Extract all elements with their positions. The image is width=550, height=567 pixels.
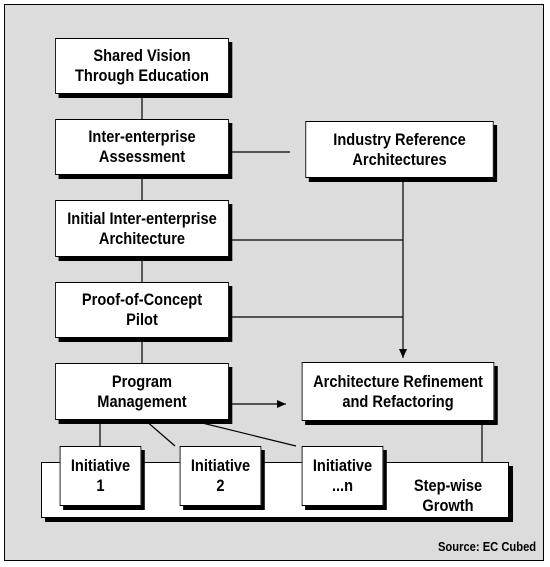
link-management-initiativen xyxy=(189,419,297,447)
box-architecture-refinement: Architecture Refinement and Refactoring xyxy=(301,362,495,421)
box-industry-reference: Industry Reference Architectures xyxy=(305,121,494,178)
box-shared-vision: Shared Vision Through Education xyxy=(55,38,229,94)
box-initiative-2: Initiative 2 xyxy=(179,446,262,506)
box-program-management: Program Management xyxy=(55,363,229,420)
box-initiative-1: Initiative 1 xyxy=(59,446,142,506)
box-inter-enterprise-assessment: Inter-enterprise Assessment xyxy=(55,119,229,175)
step-wise-growth-label: Step-wise Growth xyxy=(413,476,483,515)
box-initiative-n: Initiative ...n xyxy=(301,446,384,506)
box-initial-architecture: Initial Inter-enterprise Architecture xyxy=(55,200,229,257)
box-poc-pilot: Proof-of-Concept Pilot xyxy=(55,282,229,338)
link-management-initiative2 xyxy=(144,419,176,447)
source-caption: Source: EC Cubed xyxy=(437,539,536,554)
